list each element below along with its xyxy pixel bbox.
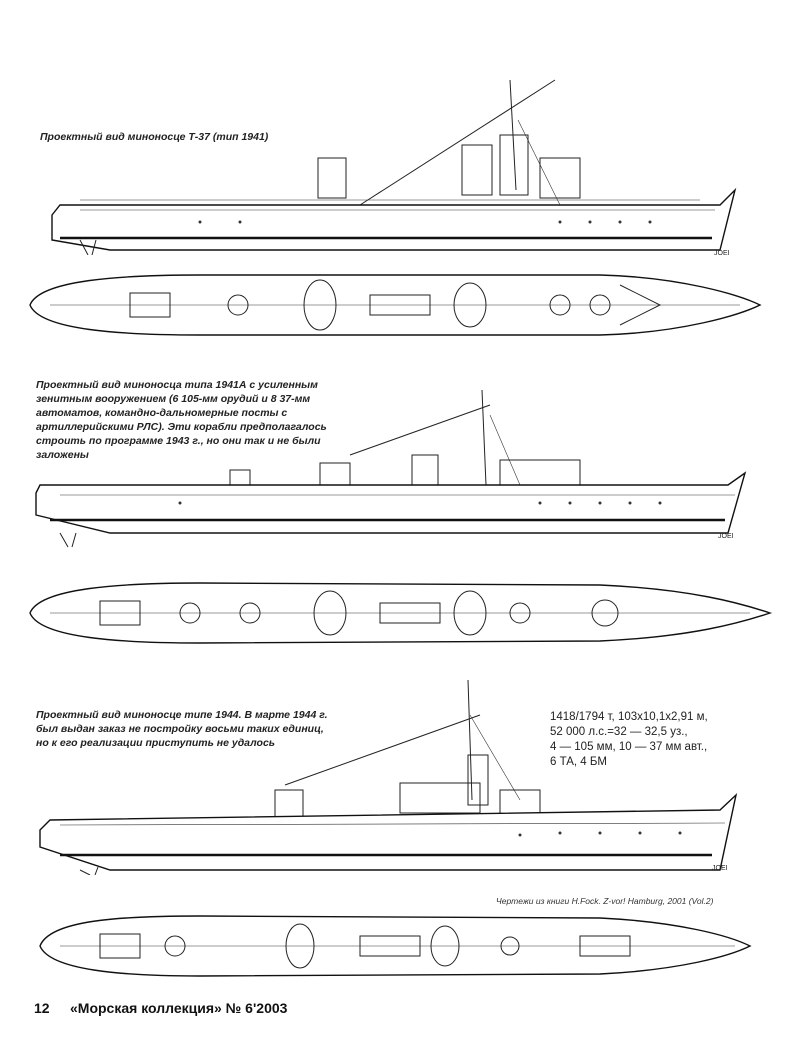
drawing-mark-2: JOEI [718, 533, 734, 540]
specs-line-2: 52 000 л.с.=32 — 32,5 уз., [550, 726, 688, 738]
plan-view-t1941a [29, 582, 773, 644]
plan-view-t1944 [39, 915, 752, 977]
specs-line-4: 6 ТА, 4 БМ [550, 756, 608, 768]
drawing-mark-1: JOEI [714, 250, 730, 257]
drawing-credit: Чертежи из книги H.Fock. Z-vor! Hamburg,… [496, 896, 714, 906]
page-number: 12 [34, 1000, 50, 1016]
side-profile-t1941a [35, 389, 747, 548]
side-profile-t37 [51, 79, 737, 255]
plan-view-t37 [29, 274, 762, 336]
caption-t1941a: Проектный вид миноносца типа 1941А с уси… [36, 379, 327, 461]
specs-block: 1418/1794 т, 103х10,1х2,91 м, 52 000 л.с… [550, 710, 708, 770]
specs-line-3: 4 — 105 мм, 10 — 37 мм авт., [550, 741, 708, 753]
caption-t37: Проектный вид миноносце Т-37 (тип 1941) [40, 131, 269, 143]
side-profile-t1944 [39, 679, 738, 875]
specs-line-1: 1418/1794 т, 103х10,1х2,91 м, [550, 711, 708, 723]
drawing-mark-3: JOEI [712, 865, 728, 872]
journal-title: «Морская коллекция» № 6'2003 [70, 1000, 288, 1016]
caption-t1944: Проектный вид миноносце типе 1944. В мар… [36, 709, 328, 749]
